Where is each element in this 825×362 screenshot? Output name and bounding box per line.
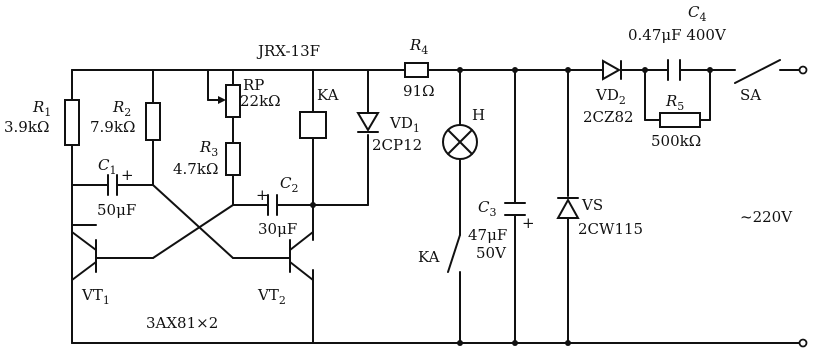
vd1-value: 2CP12 [372, 136, 422, 154]
rp-value: 22kΩ [240, 92, 281, 110]
sa-label: SA [740, 86, 761, 104]
h-lamp [442, 124, 478, 160]
vs-zener-diode [556, 197, 580, 219]
r3-resistor [225, 142, 241, 176]
r5-label: R5 [665, 92, 684, 113]
ka-coil-label: KA [317, 86, 339, 104]
vd1-label: VD1 [389, 114, 420, 135]
r4-resistor [404, 62, 429, 78]
c1-value: 50μF [97, 201, 136, 219]
c4-label: C4 [688, 3, 706, 24]
vd2-label: VD2 [595, 86, 626, 107]
rp-potentiometer [218, 84, 241, 118]
r2-value: 7.9kΩ [90, 118, 135, 136]
vs-label: VS [581, 196, 603, 214]
terminal-bottom [798, 338, 808, 348]
ka-relay-coil [299, 111, 327, 139]
c4-value: 0.47μF 400V [628, 26, 727, 44]
ka-contact [447, 234, 461, 273]
r1-resistor [64, 99, 80, 146]
r5-value: 500kΩ [651, 132, 701, 150]
vt1-label: VT1 [81, 286, 110, 307]
r5-resistor [659, 112, 701, 128]
c1-label: C1 [98, 156, 116, 177]
vd1-diode [356, 112, 380, 133]
terminal-top [798, 65, 808, 75]
vt2-label: VT2 [257, 286, 286, 307]
c4-capacitor [667, 59, 681, 81]
h-label: H [472, 106, 485, 124]
r1-value: 3.9kΩ [4, 118, 49, 136]
header-label: JRX-13F [256, 42, 320, 60]
r3-label: R3 [199, 138, 218, 159]
vs-value: 2CW115 [578, 220, 643, 238]
r4-value: 91Ω [403, 82, 435, 100]
c2-label: C2 [280, 174, 298, 195]
supply-voltage: ~220V [740, 208, 793, 226]
c3-plus: + [522, 214, 535, 232]
vd2-diode [602, 59, 622, 81]
vt1-transistor [71, 231, 111, 281]
r1-label: R1 [32, 98, 51, 119]
ka-contact-label: KA [418, 248, 440, 266]
r3-value: 4.7kΩ [173, 160, 218, 178]
vd2-value: 2CZ82 [583, 108, 634, 126]
junctions [310, 67, 713, 346]
vt2-transistor [289, 231, 314, 281]
r2-label: R2 [112, 98, 131, 119]
wires [71, 59, 801, 344]
transistor-type: 3AX81×2 [146, 314, 218, 332]
c3-capacitor [504, 202, 526, 216]
c3-label: C3 [478, 198, 496, 219]
r4-label: R4 [409, 36, 428, 57]
c2-plus: + [256, 186, 269, 204]
c2-capacitor [267, 194, 278, 216]
c3-value: 47μF [468, 226, 507, 244]
c1-capacitor [107, 174, 118, 196]
c1-plus: + [121, 166, 134, 184]
r2-resistor [145, 102, 161, 141]
c2-value: 30μF [258, 220, 297, 238]
c3-voltage: 50V [476, 244, 507, 262]
rp-label: RP [243, 76, 264, 94]
